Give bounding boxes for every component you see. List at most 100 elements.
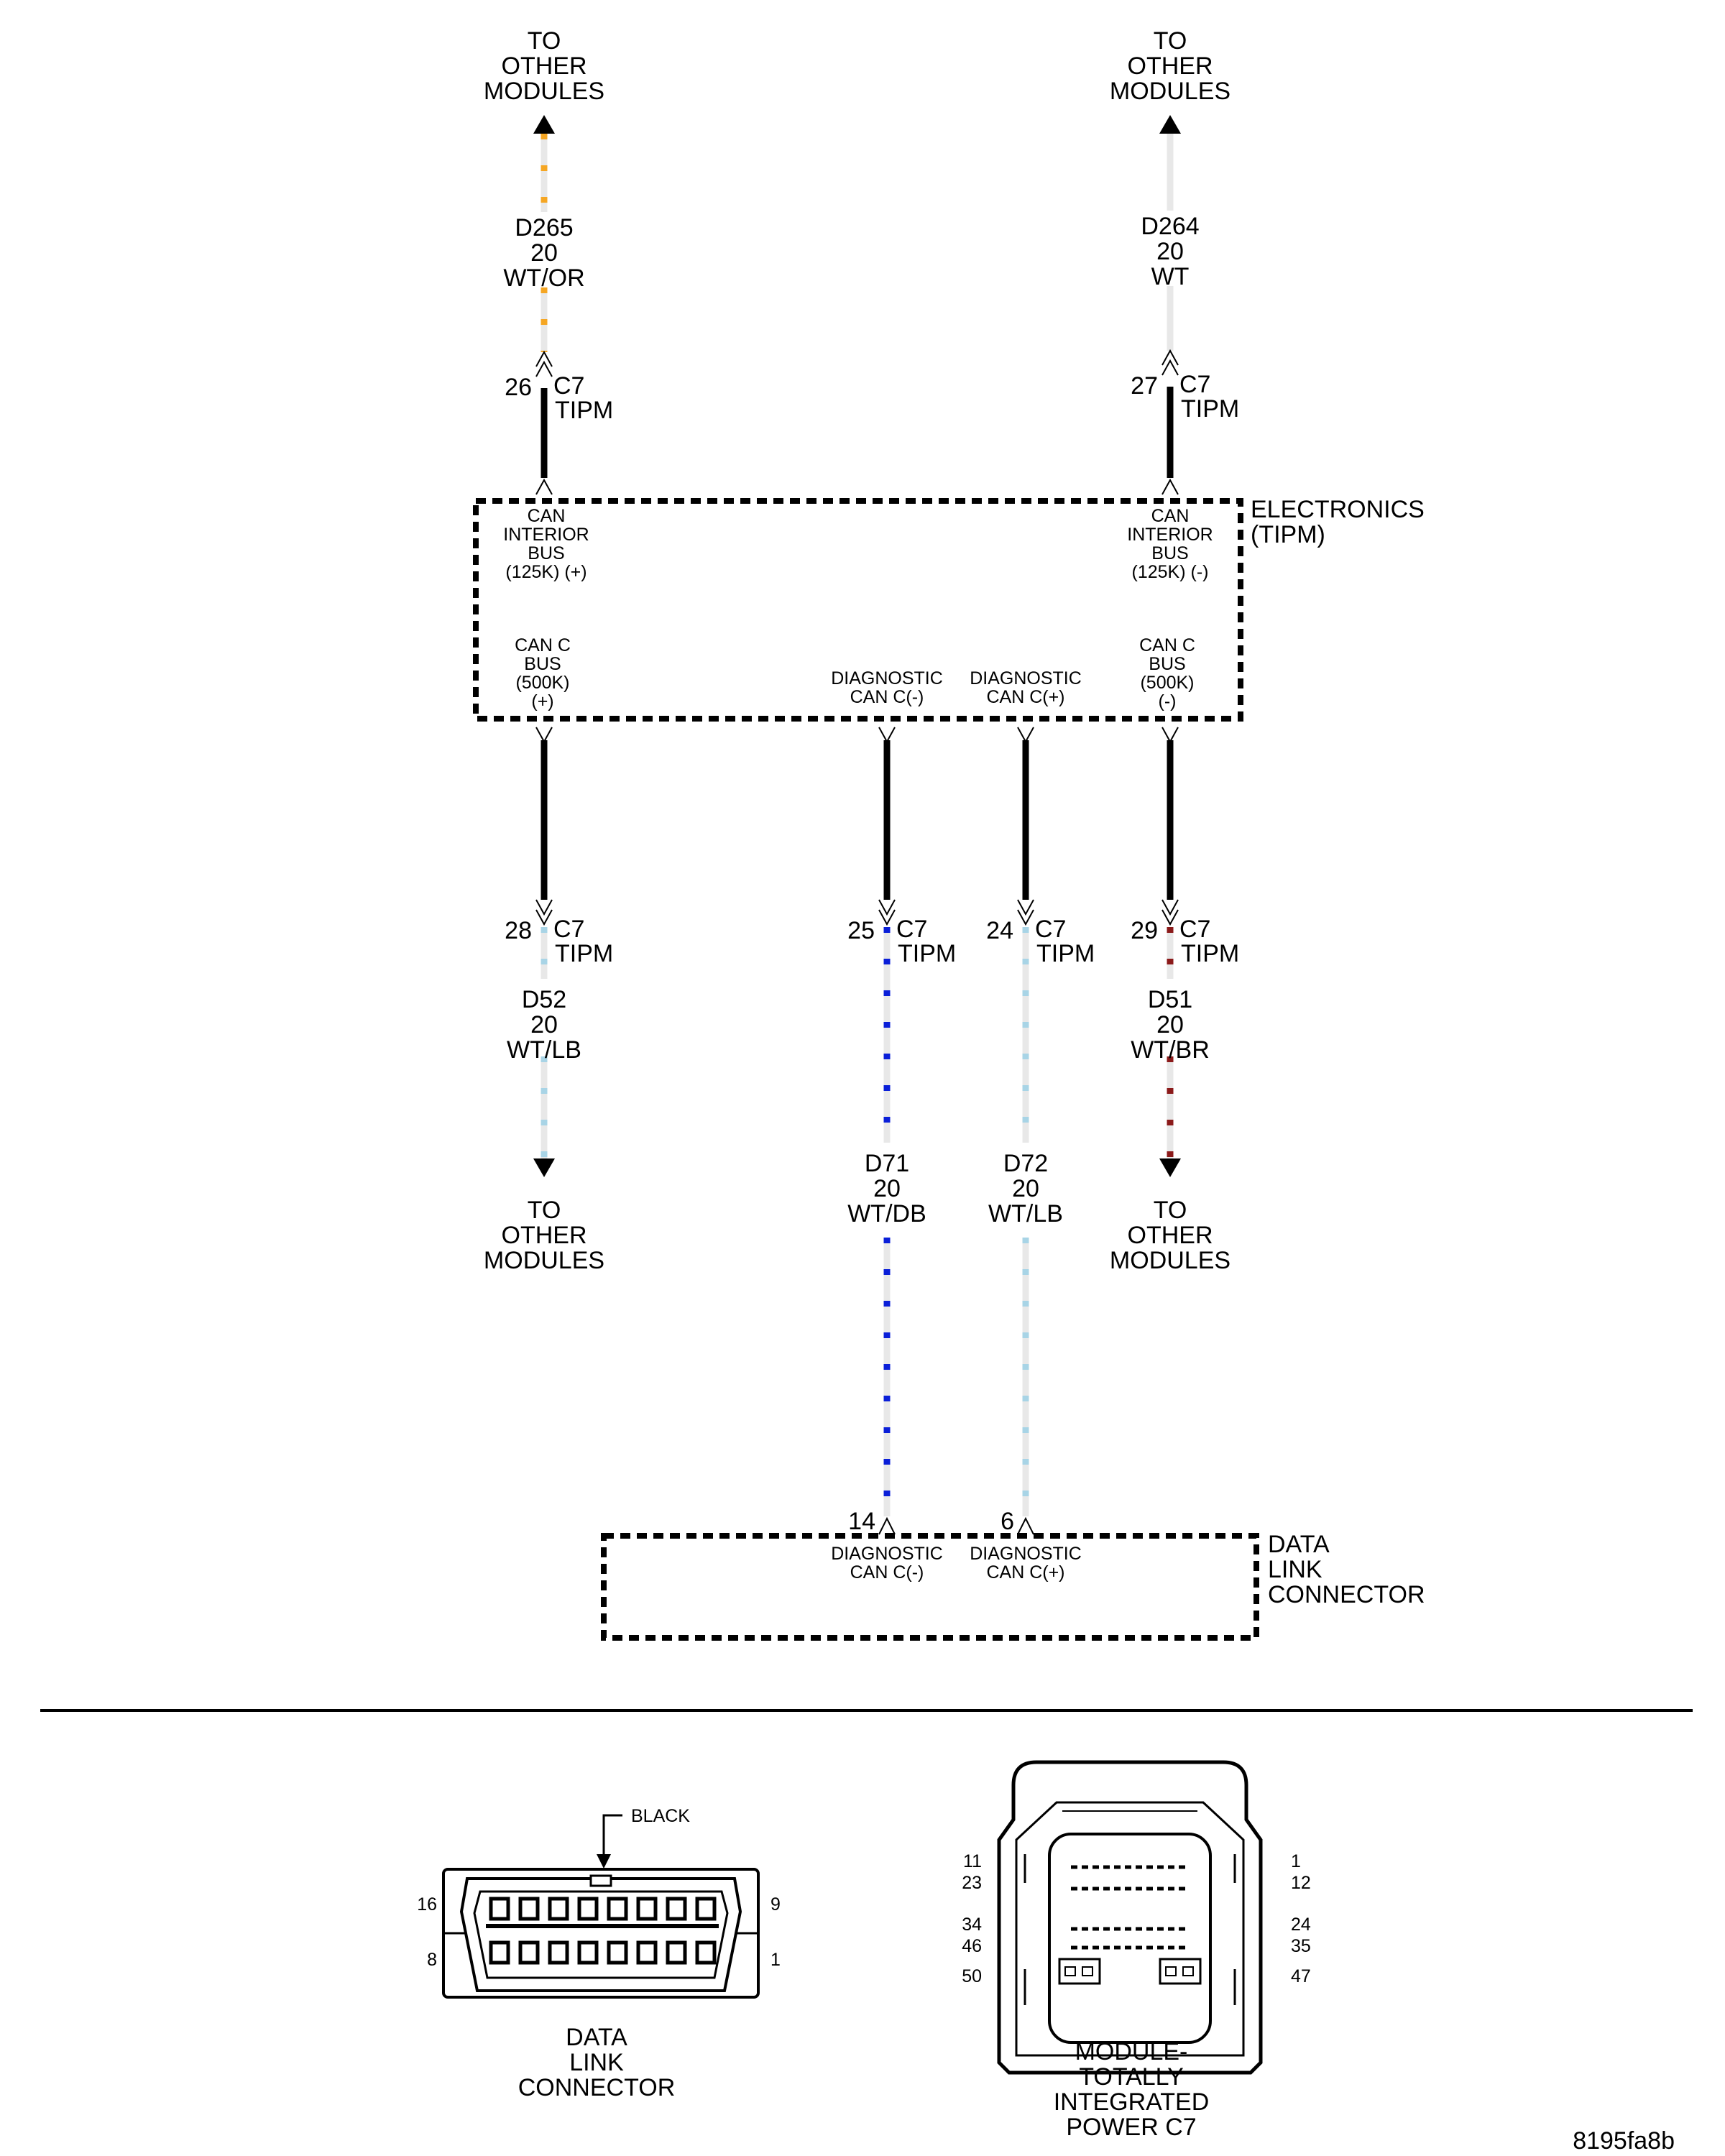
- c7-view-title-line2: TOTALLY: [1079, 2063, 1184, 2091]
- c7-pin-23: 23: [962, 1873, 982, 1893]
- to-other-modules-line3: MODULES: [484, 78, 604, 105]
- svg-text:BUS: BUS: [528, 543, 564, 563]
- wire-d71: D71 20 WT/DB: [847, 927, 926, 1516]
- c7-pin-47: 47: [1291, 1966, 1311, 1986]
- wire-gauge: 20: [873, 1175, 901, 1202]
- can-interior-pos-label: CAN INTERIOR BUS (125K) (+): [503, 506, 589, 582]
- top-right-destination: TO OTHER MODULES: [1110, 27, 1230, 134]
- svg-text:(-): (-): [1159, 691, 1177, 711]
- pin-number: 26: [505, 374, 532, 401]
- wire-color: WT/BR: [1131, 1036, 1210, 1064]
- svg-text:DIAGNOSTIC: DIAGNOSTIC: [970, 668, 1082, 688]
- wire-color: WT/OR: [503, 264, 584, 292]
- svg-text:C7: C7: [896, 916, 927, 943]
- svg-text:CAN C: CAN C: [1139, 635, 1195, 655]
- svg-text:TO: TO: [1154, 1197, 1187, 1224]
- svg-text:BUS: BUS: [1151, 543, 1188, 563]
- dlc-color-label: BLACK: [631, 1806, 690, 1826]
- svg-text:CAN C(+): CAN C(+): [986, 1562, 1064, 1583]
- wire-circuit: D72: [1003, 1150, 1048, 1177]
- dlc-diag-neg-label: DIAGNOSTIC CAN C(-): [831, 1544, 943, 1583]
- to-other-modules-line1: TO: [1154, 27, 1187, 55]
- wire-circuit: D264: [1141, 213, 1199, 240]
- dlc-view-title-line2: LINK: [569, 2049, 624, 2076]
- svg-text:BUS: BUS: [524, 654, 561, 674]
- svg-text:OTHER: OTHER: [502, 1222, 587, 1249]
- svg-text:INTERIOR: INTERIOR: [503, 525, 589, 545]
- c7-pin-50: 50: [962, 1966, 982, 1986]
- svg-text:TIPM: TIPM: [1036, 940, 1095, 967]
- svg-text:(+): (+): [531, 691, 553, 711]
- svg-text:BUS: BUS: [1149, 654, 1185, 674]
- connector-name: C7: [553, 372, 584, 400]
- c7-pin-35: 35: [1291, 1936, 1311, 1956]
- tipm-label-line2: (TIPM): [1251, 521, 1325, 548]
- connector-pin-24: 24 C7 TIPM: [986, 916, 1095, 967]
- dlc-view-title-line1: DATA: [566, 2024, 627, 2051]
- wire-color: WT: [1151, 263, 1190, 290]
- svg-text:DIAGNOSTIC: DIAGNOSTIC: [831, 668, 943, 688]
- connector-pin-28: 28 C7 TIPM: [505, 916, 613, 967]
- c7-view-title-line3: INTEGRATED: [1054, 2088, 1210, 2116]
- connector-pin-29: 29 C7 TIPM: [1131, 916, 1239, 967]
- svg-text:CAN C(+): CAN C(+): [986, 687, 1064, 707]
- svg-text:MODULES: MODULES: [1110, 1247, 1230, 1274]
- top-left-destination: TO OTHER MODULES: [484, 27, 604, 134]
- to-other-modules-line2: OTHER: [502, 52, 587, 80]
- dlc-module: 14 6 DATA LINK CONNECTOR DIAGNOSTIC CAN …: [601, 1508, 1425, 1641]
- svg-text:(125K) (+): (125K) (+): [505, 562, 586, 582]
- dlc-pin-row-2: [489, 1940, 717, 1965]
- wire-gauge: 20: [530, 239, 558, 267]
- pin-number: 27: [1131, 372, 1158, 400]
- svg-text:CAN: CAN: [528, 506, 566, 526]
- dlc-diag-pos-label: DIAGNOSTIC CAN C(+): [970, 1544, 1082, 1583]
- tipm-module: ELECTRONICS (TIPM) CAN INTERIOR BUS (125…: [473, 496, 1425, 722]
- dlc-label-line2: LINK: [1268, 1556, 1322, 1583]
- connector-pin-25: 25 C7 TIPM: [847, 916, 956, 967]
- dlc-pin-16: 16: [417, 1894, 437, 1915]
- svg-text:CAN C(-): CAN C(-): [850, 687, 924, 707]
- down-arrow: [533, 1158, 555, 1177]
- figure-id: 8195fa8b: [1573, 2127, 1675, 2155]
- svg-text:(500K): (500K): [1140, 673, 1194, 693]
- connector-pin-27: 27 C7 TIPM: [1131, 349, 1239, 495]
- svg-text:TIPM: TIPM: [898, 940, 956, 967]
- svg-text:OTHER: OTHER: [1128, 1222, 1213, 1249]
- bottom-left-destination: TO OTHER MODULES: [484, 1197, 604, 1274]
- dlc-label-line3: CONNECTOR: [1268, 1581, 1425, 1608]
- svg-text:(500K): (500K): [515, 673, 569, 693]
- svg-text:TIPM: TIPM: [1181, 940, 1239, 967]
- wire-d265: D265 20 WT/OR: [503, 134, 585, 352]
- svg-text:24: 24: [986, 917, 1013, 944]
- svg-text:CAN: CAN: [1151, 506, 1190, 526]
- wire-gauge: 20: [1156, 238, 1184, 265]
- svg-text:29: 29: [1131, 917, 1158, 944]
- c7-pin-24: 24: [1291, 1915, 1311, 1935]
- svg-text:TIPM: TIPM: [555, 940, 613, 967]
- svg-text:28: 28: [505, 917, 532, 944]
- svg-text:DIAGNOSTIC: DIAGNOSTIC: [831, 1544, 943, 1564]
- dlc-pin-1: 1: [770, 1950, 781, 1970]
- connector-module: TIPM: [1181, 395, 1239, 423]
- c7-view-title-line4: POWER C7: [1066, 2114, 1196, 2141]
- pin-14: 14: [848, 1508, 875, 1535]
- wire-d72: D72 20 WT/LB: [988, 927, 1063, 1516]
- up-arrow: [533, 115, 555, 134]
- svg-text:25: 25: [847, 917, 875, 944]
- svg-text:INTERIOR: INTERIOR: [1127, 525, 1213, 545]
- c7-pin-34: 34: [962, 1915, 982, 1935]
- svg-text:TO: TO: [528, 1197, 561, 1224]
- wire-d52: D52 20 WT/LB: [507, 927, 581, 1177]
- pin-6: 6: [1000, 1508, 1014, 1535]
- svg-text:CAN C: CAN C: [515, 635, 571, 655]
- wire-gauge: 20: [1156, 1011, 1184, 1038]
- wire-gauge: 20: [1012, 1175, 1039, 1202]
- dlc-connector-view: BLACK 16: [417, 1806, 781, 2101]
- wire-gauge: 20: [530, 1011, 558, 1038]
- c7-pin-12: 12: [1291, 1873, 1311, 1893]
- diag-can-neg-label: DIAGNOSTIC CAN C(-): [831, 668, 943, 707]
- diag-can-pos-label: DIAGNOSTIC CAN C(+): [970, 668, 1082, 707]
- c7-view-title-line1: MODULE-: [1075, 2038, 1188, 2065]
- tipm-lower-wires: [535, 727, 1179, 926]
